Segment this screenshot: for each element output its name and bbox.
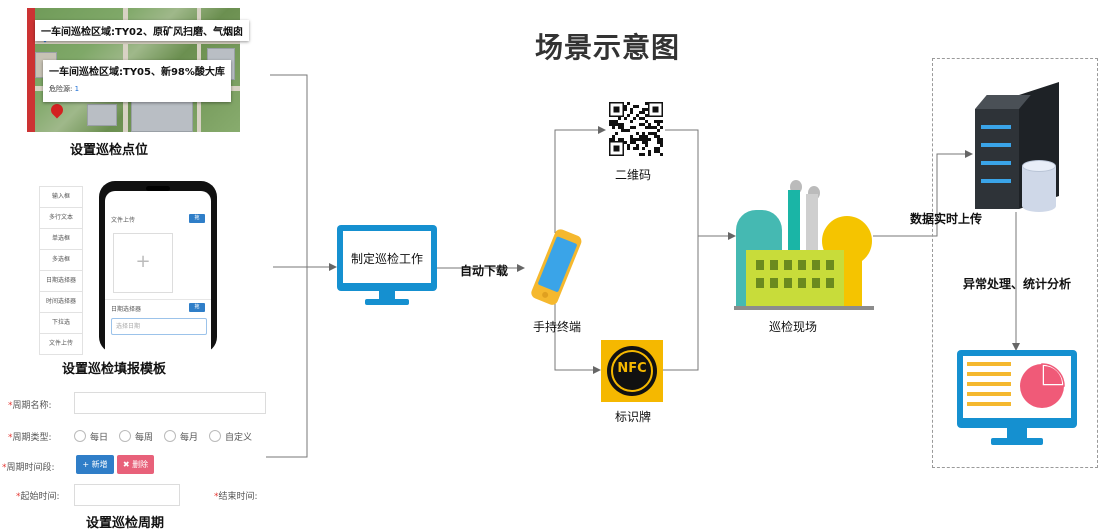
patrol-point-map: 一车间巡检区域:TY02、原矿风扫磨、气烟囱 一车间巡检区域:TY05、新98%… xyxy=(27,8,249,132)
handheld-terminal-icon xyxy=(531,229,582,305)
plan-label: 制定巡检工作 xyxy=(350,252,423,266)
qr-code-icon xyxy=(609,102,663,156)
component-item[interactable]: 文件上传 xyxy=(39,334,83,355)
tag-merge-line xyxy=(663,129,699,371)
database-icon xyxy=(1022,160,1056,212)
nfc-text: NFC xyxy=(617,361,647,376)
drag-button[interactable]: 拖 xyxy=(189,303,205,312)
tag-label: 标识牌 xyxy=(615,410,652,424)
plan-monitor-icon: 制定巡检工作 xyxy=(337,225,437,307)
factory-site-icon xyxy=(734,180,874,310)
nfc-icon: NFC xyxy=(601,340,663,402)
radio-daily[interactable] xyxy=(74,430,86,442)
site-label: 巡检现场 xyxy=(769,320,818,334)
radio-daily-label: 每日 xyxy=(90,433,109,443)
start-time-label: *起始时间: xyxy=(16,492,60,502)
phone-preview: 文件上传 拖 + 日期选择器 拖 选择日期 xyxy=(99,181,217,353)
page-title: 场景示意图 xyxy=(535,31,681,64)
date-picker-label: 日期选择器 xyxy=(111,306,142,313)
end-time-label: *结束时间: xyxy=(214,492,258,502)
map-popup-1: 一车间巡检区域:TY02、原矿风扫磨、气烟囱 xyxy=(35,20,249,41)
upload-box[interactable]: + xyxy=(113,233,173,293)
upload-label: 数据实时上传 xyxy=(910,212,983,226)
component-item[interactable]: 单选框 xyxy=(39,229,83,250)
template-caption: 设置巡检填报模板 xyxy=(62,362,167,377)
cycle-period-label: *周期时间段: xyxy=(2,463,55,473)
component-item[interactable]: 日期选择器 xyxy=(39,271,83,292)
drag-button[interactable]: 拖 xyxy=(189,214,205,223)
analysis-label: 异常处理、统计分析 xyxy=(963,277,1072,291)
cloud-processing-box xyxy=(932,58,1098,468)
component-list: 输入框 多行文本 单选框 多选框 日期选择器 时间选择器 下拉选 文件上传 xyxy=(39,186,83,355)
left-bracket-line xyxy=(266,74,308,458)
map-caption: 设置巡检点位 xyxy=(70,143,149,158)
qr-label: 二维码 xyxy=(615,168,652,182)
radio-custom-label: 自定义 xyxy=(225,433,253,443)
radio-weekly-label: 每周 xyxy=(135,433,154,443)
terminal-label: 手持终端 xyxy=(533,320,582,334)
start-time-input[interactable] xyxy=(74,484,180,506)
radio-monthly-label: 每月 xyxy=(180,433,199,443)
cycle-type-label: *周期类型: xyxy=(8,433,52,443)
add-period-button[interactable]: + 新增 xyxy=(76,455,114,474)
auto-download-label: 自动下载 xyxy=(460,264,509,278)
component-item[interactable]: 输入框 xyxy=(39,186,83,208)
component-item[interactable]: 时间选择器 xyxy=(39,292,83,313)
arrow-to-nfc xyxy=(554,302,601,374)
pie-chart-icon xyxy=(1020,363,1065,408)
arrow-to-server xyxy=(873,150,973,237)
component-item[interactable]: 下拉选 xyxy=(39,313,83,334)
cycle-name-label: *周期名称: xyxy=(8,401,52,411)
radio-weekly[interactable] xyxy=(119,430,131,442)
delete-period-button[interactable]: ✖ 删除 xyxy=(117,455,154,474)
cycle-caption: 设置巡检周期 xyxy=(86,516,165,531)
date-input[interactable]: 选择日期 xyxy=(111,318,207,335)
analysis-monitor-icon xyxy=(957,350,1077,448)
server-icon xyxy=(975,82,1065,211)
map-popup-2: 一车间巡检区域:TY05、新98%酸大库 危险源: 1 xyxy=(43,60,231,102)
radio-monthly[interactable] xyxy=(164,430,176,442)
cycle-name-input[interactable] xyxy=(74,392,266,414)
file-upload-label: 文件上传 xyxy=(111,217,136,224)
radio-custom[interactable] xyxy=(209,430,221,442)
arrow-to-qr xyxy=(554,126,606,233)
component-item[interactable]: 多行文本 xyxy=(39,208,83,229)
component-item[interactable]: 多选框 xyxy=(39,250,83,271)
